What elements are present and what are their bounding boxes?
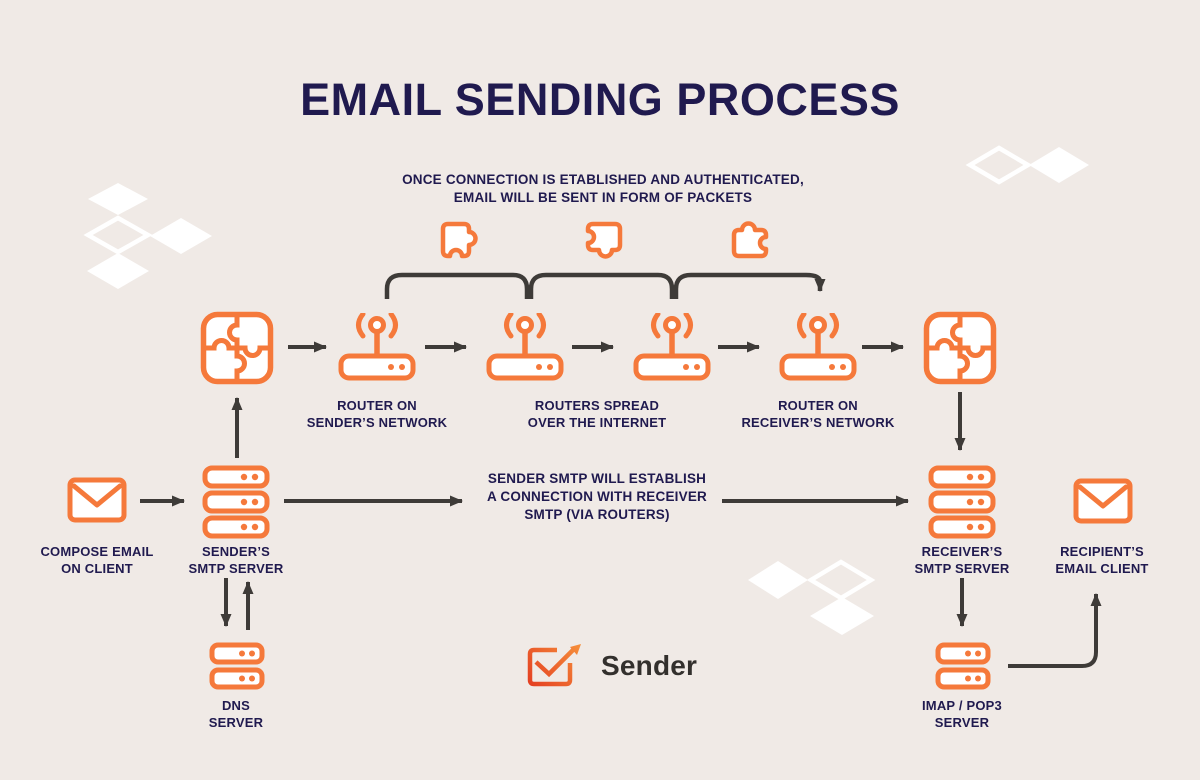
- decor-diamond: [88, 183, 148, 215]
- decor-diamond: [1029, 147, 1089, 183]
- receiver-smtp-label: RECEIVER’S SMTP SERVER: [914, 544, 1010, 577]
- router-icon: [338, 313, 416, 381]
- dns-server-label: DNS SERVER: [208, 698, 264, 731]
- sender-smtp-label: SENDER’S SMTP SERVER: [188, 544, 284, 577]
- puzzle-piece-icon: [440, 221, 478, 259]
- smtp-connection-note: SENDER SMTP WILL ESTABLISH A CONNECTION …: [487, 471, 707, 522]
- puzzle-icon: [200, 311, 274, 385]
- router-icon: [486, 313, 564, 381]
- router-receiver-label: ROUTER ON RECEIVER’S NETWORK: [741, 398, 895, 431]
- server-stack-icon: [928, 465, 996, 539]
- puzzle-piece-icon: [731, 221, 769, 259]
- decor-diamond: [150, 218, 212, 254]
- decor-diamond: [748, 561, 808, 599]
- decor-diamond: [83, 215, 153, 255]
- decor-diamonds-top-right: [965, 145, 1089, 185]
- routers-internet-label: ROUTERS SPREAD OVER THE INTERNET: [527, 398, 667, 431]
- server-stack-icon: [202, 465, 270, 539]
- decor-diamond: [87, 253, 149, 289]
- envelope-icon: [67, 477, 127, 523]
- router-sender-label: ROUTER ON SENDER’S NETWORK: [306, 398, 448, 431]
- imap-pop3-label: IMAP / POP3 SERVER: [922, 698, 1002, 731]
- elbow-imap-to-recipient: [1008, 604, 1098, 668]
- puzzle-icon: [923, 311, 997, 385]
- decor-diamonds-bottom: [748, 559, 876, 635]
- page-title: EMAIL SENDING PROCESS: [300, 74, 900, 125]
- router-icon: [633, 313, 711, 381]
- packets-note: ONCE CONNECTION IS ETABLISHED AND AUTHEN…: [402, 172, 804, 205]
- sender-logo-text: Sender: [601, 650, 698, 681]
- puzzle-piece-icon: [585, 221, 623, 259]
- server-small-icon: [935, 642, 991, 690]
- sender-logo: Sender: [524, 641, 697, 691]
- decor-diamonds-left: [83, 183, 212, 289]
- recipient-client-label: RECIPIENT’S EMAIL CLIENT: [1055, 544, 1149, 577]
- decor-diamond: [810, 597, 874, 635]
- compose-email-label: COMPOSE EMAIL ON CLIENT: [40, 544, 154, 577]
- router-icon: [779, 313, 857, 381]
- packet-bracket: [384, 272, 823, 299]
- server-small-icon: [209, 642, 265, 690]
- envelope-icon: [1073, 478, 1133, 524]
- decor-diamond: [965, 145, 1033, 185]
- sender-logo-icon: [527, 644, 581, 687]
